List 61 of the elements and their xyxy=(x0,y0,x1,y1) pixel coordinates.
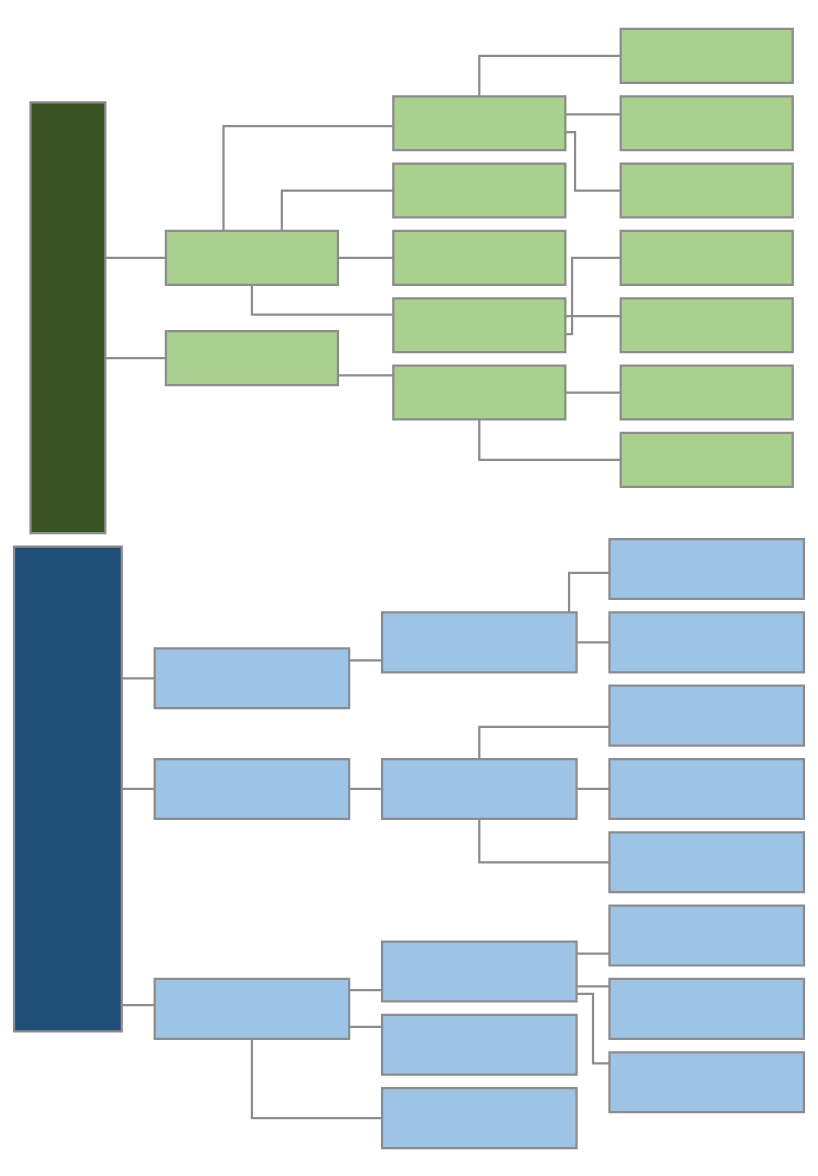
node-box xyxy=(380,757,578,820)
node-box xyxy=(380,1013,578,1076)
node-box xyxy=(164,329,340,386)
connector xyxy=(478,725,609,759)
node-box xyxy=(608,684,806,747)
node-box xyxy=(619,94,794,151)
node-box xyxy=(608,757,806,820)
connector xyxy=(478,818,609,863)
connector xyxy=(349,787,382,790)
connector xyxy=(280,188,394,231)
node-box xyxy=(619,162,794,219)
connector xyxy=(338,373,393,376)
node-box xyxy=(392,229,567,286)
node-box xyxy=(392,363,567,421)
node-box xyxy=(380,610,578,673)
connector xyxy=(250,1038,382,1119)
node-box xyxy=(392,296,567,353)
connector xyxy=(349,658,382,661)
connector xyxy=(565,390,621,394)
node-box xyxy=(619,431,794,488)
connector xyxy=(565,112,621,115)
connector xyxy=(222,124,393,231)
connector xyxy=(565,130,621,192)
node-box xyxy=(608,977,806,1040)
node-box xyxy=(608,1050,806,1113)
node-box xyxy=(608,830,806,893)
connector xyxy=(478,54,621,96)
connector xyxy=(105,256,166,259)
connector xyxy=(577,984,610,988)
connector xyxy=(105,356,166,359)
node-box xyxy=(380,939,578,1002)
node-box xyxy=(608,537,806,600)
node-box xyxy=(619,363,794,421)
connector xyxy=(250,284,393,316)
node-box xyxy=(392,162,567,219)
node-box xyxy=(619,27,794,84)
connector xyxy=(122,1003,155,1006)
node-box xyxy=(608,904,806,967)
connector xyxy=(577,640,610,643)
connector xyxy=(565,256,621,335)
connector xyxy=(567,571,609,612)
node-box xyxy=(392,94,567,151)
connector xyxy=(122,787,155,790)
connector xyxy=(338,256,393,259)
node-box xyxy=(608,610,806,673)
node-box xyxy=(153,646,351,709)
connector xyxy=(565,314,621,317)
node-box xyxy=(153,757,351,820)
node-box xyxy=(29,100,107,534)
node-box xyxy=(619,296,794,353)
node-box xyxy=(619,229,794,286)
connector xyxy=(349,988,382,991)
connector xyxy=(122,676,155,679)
node-box xyxy=(164,229,340,286)
node-box xyxy=(380,1086,578,1149)
connector xyxy=(577,951,610,955)
connector xyxy=(577,787,610,790)
connector xyxy=(349,1025,382,1028)
connector xyxy=(478,419,621,461)
node-box xyxy=(12,545,123,1032)
node-box xyxy=(153,977,351,1040)
